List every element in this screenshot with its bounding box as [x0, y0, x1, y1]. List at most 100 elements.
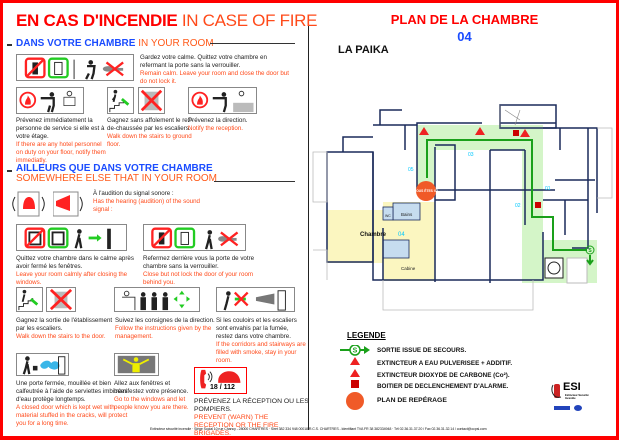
- text-fr: Si les couloirs et les escaliers sont en…: [216, 317, 297, 340]
- hotel-name: LA PAIKA: [338, 44, 389, 56]
- exit-arrow-icon: S: [340, 345, 370, 356]
- fire-helmet-icon: [218, 371, 241, 383]
- text-fr: Une porte fermée, mouillée et bien calfe…: [16, 380, 128, 403]
- text-fr: Refermez derrière vous la porte de votre…: [143, 255, 255, 270]
- heading-rule: [214, 181, 295, 182]
- sound-signal-text: À l'audition du signal sonore :Has the h…: [93, 190, 203, 214]
- text-en: Go to the windows and let people know yo…: [114, 396, 189, 411]
- heading-fr: DANS VOTRE CHAMBRE: [16, 38, 136, 49]
- bullet-dash: [7, 170, 12, 172]
- close-door-pictogram: [143, 224, 246, 251]
- text-fr: Prévenez la direction.: [188, 117, 248, 124]
- emergency-call-box: 18 / 112: [194, 367, 247, 394]
- text-en: Walk down the stairs to the door.: [16, 333, 106, 340]
- elsewhere-step-3-text: Gagnez la sortie de l'établissement par …: [16, 317, 116, 341]
- alarm-bell-icon: [11, 191, 46, 217]
- megaphone-icon: [52, 191, 83, 217]
- bathroom: [382, 202, 421, 259]
- column-divider: [308, 15, 309, 430]
- notify-staff-pictogram: [16, 87, 84, 114]
- walls: [326, 104, 598, 283]
- elevator: [544, 257, 564, 279]
- heading-fr: AILLEURS QUE DANS VOTRE CHAMBRE: [16, 163, 213, 174]
- wet-door-pictogram: [16, 353, 69, 376]
- water-extinguisher-icon: [350, 357, 360, 365]
- text-fr: Quittez votre chambre dans le calme aprè…: [16, 255, 134, 270]
- esi-logo-tagline: Extincteur Sécurité Incendie: [565, 394, 589, 400]
- room-step-2-text: Prévenez immédiatement la personne de se…: [16, 117, 108, 165]
- text-fr: Gardez votre calme. Quittez votre chambr…: [140, 54, 267, 69]
- text-en: Remain calm. Leave your room and close t…: [140, 70, 289, 85]
- elsewhere-step-1-text: Quittez votre chambre dans le calme aprè…: [16, 255, 136, 287]
- legend-exit: SORTIE ISSUE DE SECOURS.: [377, 347, 467, 354]
- elsewhere-step-6-text: Une porte fermée, mouillée et bien calfe…: [16, 380, 131, 428]
- text-en: Notify the reception.: [188, 125, 244, 132]
- no-elevator-pictogram: [46, 287, 76, 312]
- stairs-exit: [566, 257, 588, 284]
- text-fr: PRÉVENEZ LA RÉCEPTION OU LES POMPIERS.: [194, 398, 309, 413]
- close-windows-pictogram: [16, 224, 127, 251]
- warn-reception-text: PRÉVENEZ LA RÉCEPTION OU LES POMPIERS.PR…: [194, 398, 309, 438]
- stairs-top: [499, 105, 521, 128]
- plan-room-number: 04: [457, 29, 472, 44]
- elsewhere-step-4-text: Suivez les consignes de la direction.Fol…: [115, 317, 220, 341]
- legend-alarm-box: BOITIER DE DECLENCHEMENT D'ALARME.: [377, 383, 509, 390]
- room-01-label: 01: [545, 186, 551, 192]
- alarm-box-icon: [513, 130, 541, 208]
- text-en: Walk down the stairs to ground floor.: [107, 133, 192, 148]
- bullet-dash: [7, 44, 12, 46]
- window-signal-pictogram: [114, 353, 159, 376]
- co2-extinguisher-icon: [350, 369, 360, 377]
- room-label: Chambre: [360, 232, 387, 238]
- legend-co2-extinguisher: EXTINCTEUR DIOXYDE DE CARBONE (Co²).: [377, 372, 510, 379]
- room-03-label: 03: [468, 152, 474, 158]
- phone-icon: [200, 369, 207, 389]
- wc-label: WC: [385, 214, 391, 218]
- exit-label: S: [588, 248, 592, 254]
- title-fr: EN CAS D'INCENDIE: [16, 11, 178, 30]
- room-04-number: 04: [398, 232, 405, 238]
- legend-title: LEGENDE: [347, 331, 386, 340]
- cabin-label: Cabine: [401, 266, 416, 271]
- legend-water-extinguisher: EXTINCTEUR A EAU PULVERISEE + ADDITIF.: [377, 360, 513, 367]
- elsewhere-step-7-text: Allez aux fenêtres et manifestez votre p…: [114, 380, 194, 412]
- stairs-pictogram: [107, 87, 134, 114]
- text-en: A closed door which is kept wet with mat…: [16, 404, 128, 427]
- text-en: If there are any hotel personnel on duty…: [16, 141, 106, 164]
- text-en: Leave your room calmly after closing the…: [16, 271, 128, 286]
- svg-text:S: S: [353, 348, 358, 355]
- alarm-box-icon: [351, 380, 359, 388]
- legend-icons: S: [340, 345, 370, 410]
- exit-arrow-icon: [586, 255, 594, 266]
- stairs-exit-pictogram: [16, 287, 43, 312]
- room-step-1-text: Gardez votre calme. Quittez votre chambr…: [140, 54, 290, 86]
- text-fr: Gagnez sans affolement le rez-de-chaussé…: [107, 117, 193, 132]
- elevator-icon: [547, 261, 561, 275]
- legend-you-are-here: PLAN DE REPÉRAGE: [377, 397, 447, 404]
- room-step-3-text: Gagnez sans affolement le rez-de-chaussé…: [107, 117, 197, 149]
- you-are-here-label: VOUS ÊTES ICI: [414, 188, 438, 193]
- follow-instructions-pictogram: [114, 287, 200, 312]
- poster-title: EN CAS D'INCENDIE IN CASE OF FIRE: [16, 11, 317, 31]
- elsewhere-step-5-text: Si les couloirs et les escaliers sont en…: [216, 317, 306, 365]
- evacuation-path: [426, 139, 587, 251]
- extinguisher-icon: [419, 127, 530, 137]
- elsewhere-step-2-text: Refermez derrière vous la porte de votre…: [143, 255, 263, 287]
- text-en: If the corridors and stairways are fille…: [216, 341, 306, 364]
- no-elevator-pictogram: [138, 87, 165, 114]
- smoke-stay-pictogram: [216, 287, 295, 312]
- text-en: PREVENT (WARN) THE RECEPTION OR THE FIRE…: [194, 414, 279, 437]
- room-02-label: 02: [515, 203, 521, 209]
- text-en: Follow the instructions given by the man…: [115, 325, 212, 340]
- leave-room-pictogram: [16, 54, 134, 81]
- footer-company-info: Extincteur sécurité incendie · Siège Soc…: [150, 427, 487, 431]
- heading-rule: [210, 43, 295, 44]
- room-step-4-text: Prévenez la direction.Notify the recepti…: [188, 117, 288, 133]
- heading-en: SOMEWHERE ELSE THAT IN YOUR ROOM: [16, 173, 217, 184]
- heading-en: IN YOUR ROOM: [138, 38, 214, 49]
- esi-logo: ESI Extincteur Sécurité Incendie: [551, 380, 601, 420]
- room-05-label: 05: [408, 167, 414, 173]
- text-fr: À l'audition du signal sonore :: [93, 190, 174, 197]
